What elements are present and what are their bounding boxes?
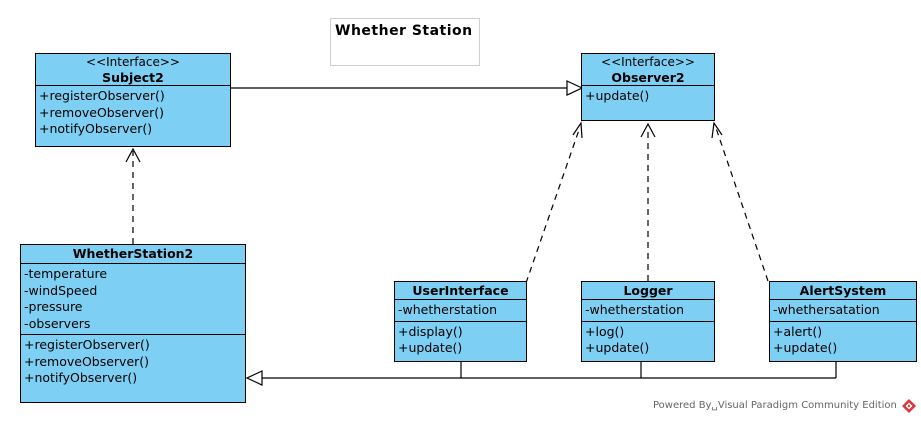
- observers-to-station-relation: [245, 361, 837, 386]
- operation: +notifyObserver(): [39, 121, 153, 136]
- class-name: AlertSystem: [799, 283, 887, 298]
- logger-realizes-observer: [640, 122, 656, 281]
- powered-by-footer: Powered By␣Visual Paradigm Community Edi…: [653, 400, 897, 411]
- operations-section: +display() +update(): [395, 320, 526, 359]
- attributes-section: -whetherstation: [582, 299, 714, 321]
- operation: +update(): [398, 340, 463, 355]
- subject2-class[interactable]: <<Interface>> Subject2 +registerObserver…: [35, 53, 231, 147]
- class-header: Logger: [582, 282, 714, 299]
- attributes-section: -whetherstation: [395, 299, 526, 321]
- class-name: Logger: [623, 283, 673, 298]
- subject-observer-relation: [231, 80, 584, 96]
- operation: +alert(): [773, 323, 823, 339]
- operation: +registerObserver(): [39, 88, 165, 103]
- operation: +update(): [585, 88, 650, 103]
- operation: +display(): [398, 323, 463, 339]
- operation: +update(): [585, 340, 650, 355]
- attributes-section: -whethersatation: [770, 299, 916, 321]
- visual-paradigm-logo-icon: [902, 399, 916, 413]
- attribute: -whetherstation: [585, 302, 685, 317]
- operations-section: +update(): [582, 85, 714, 107]
- operations-section: +alert() +update(): [770, 320, 916, 359]
- class-name: Subject2: [102, 70, 164, 85]
- alert-realizes-observer: [711, 121, 769, 282]
- attribute: -windSpeed: [24, 282, 98, 298]
- attributes-section: -temperature -windSpeed -pressure -obser…: [21, 263, 245, 334]
- stereotype-label: <<Interface>>: [601, 55, 695, 69]
- class-header: WhetherStation2: [21, 245, 245, 263]
- attribute: -whetherstation: [398, 302, 498, 317]
- class-header: UserInterface: [395, 282, 526, 299]
- attribute: -temperature: [24, 266, 108, 281]
- observer2-class[interactable]: <<Interface>> Observer2 +update(): [581, 53, 715, 121]
- station-realizes-subject: [125, 147, 141, 244]
- alertsystem-class[interactable]: AlertSystem -whethersatation +alert() +u…: [769, 281, 917, 362]
- operation: +update(): [773, 340, 838, 355]
- class-name: Observer2: [611, 70, 685, 85]
- whetherstation2-class[interactable]: WhetherStation2 -temperature -windSpeed …: [20, 244, 246, 403]
- operations-section: +registerObserver() +removeObserver() +n…: [21, 334, 245, 389]
- logger-class[interactable]: Logger -whetherstation +log() +update(): [581, 281, 715, 362]
- operations-section: +registerObserver() +removeObserver() +n…: [36, 85, 230, 140]
- operation: +log(): [585, 323, 625, 339]
- attribute: -pressure: [24, 299, 83, 314]
- diagram-title: Whether Station: [330, 18, 480, 66]
- attribute: -observers: [24, 315, 91, 331]
- class-header: <<Interface>> Observer2: [582, 54, 714, 85]
- operations-section: +log() +update(): [582, 320, 714, 359]
- operation: +removeObserver(): [39, 104, 165, 120]
- userinterface-class[interactable]: UserInterface -whetherstation +display()…: [394, 281, 527, 362]
- operation: +registerObserver(): [24, 337, 150, 352]
- operation: +notifyObserver(): [24, 370, 138, 385]
- class-name: WhetherStation2: [72, 246, 194, 261]
- class-name: UserInterface: [412, 283, 509, 298]
- attribute: -whethersatation: [773, 302, 880, 317]
- ui-realizes-observer: [525, 121, 583, 284]
- class-header: AlertSystem: [770, 282, 916, 299]
- class-header: <<Interface>> Subject2: [36, 54, 230, 85]
- operation: +removeObserver(): [24, 353, 150, 369]
- stereotype-label: <<Interface>>: [86, 55, 180, 69]
